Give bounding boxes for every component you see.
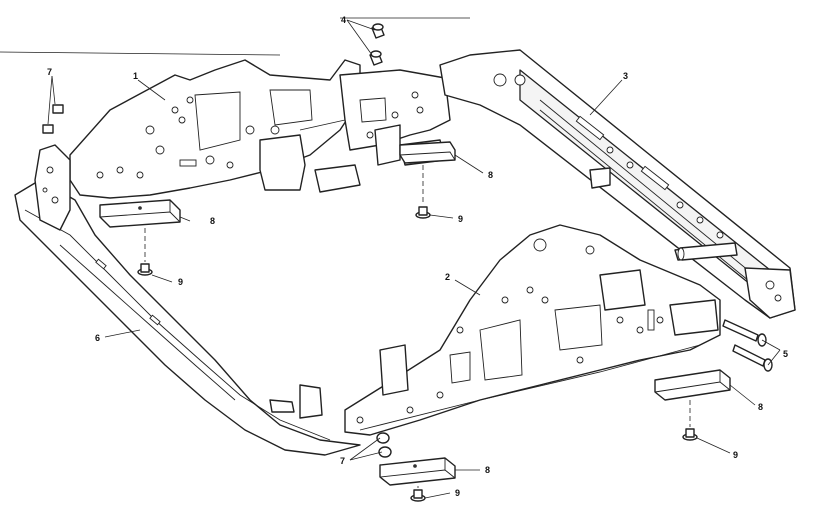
guide-part-8-center [399, 141, 456, 164]
cross-rod [677, 242, 738, 261]
bolt-part-5-lower [732, 344, 773, 372]
guide-part-8-right [654, 369, 731, 401]
leader-lines [0, 17, 781, 499]
callout-5: 5 [783, 349, 788, 359]
screw-part-9-d [410, 486, 426, 502]
callout-2: 2 [445, 272, 450, 282]
callout-8-bottom: 8 [485, 465, 490, 475]
callout-7-bottom: 7 [340, 456, 345, 466]
screw-part-9-a [137, 228, 153, 276]
callout-3: 3 [623, 71, 628, 81]
left-side-plate-part-1 [69, 59, 361, 199]
callout-8-right: 8 [758, 402, 763, 412]
nut-part-7-left [42, 104, 64, 134]
screw-part-9-c [682, 400, 698, 441]
callout-8-left: 8 [210, 216, 215, 226]
screw-part-9-b [415, 165, 431, 219]
callout-9-right: 9 [733, 450, 738, 460]
left-end-bracket [34, 144, 71, 231]
callout-9-left: 9 [178, 277, 183, 287]
bolt-part-4-lower [369, 50, 383, 66]
callout-1: 1 [133, 71, 138, 81]
bolt-part-5-upper [722, 319, 767, 347]
bottom-rail-part-6 [14, 179, 361, 456]
callout-7-left: 7 [47, 67, 52, 77]
callout-8-center: 8 [488, 170, 493, 180]
bolt-part-4-upper [371, 23, 385, 39]
callout-9-center: 9 [458, 214, 463, 224]
callout-6: 6 [95, 333, 100, 343]
callout-9-bottom: 9 [455, 488, 460, 498]
right-side-plate-part-2 [344, 224, 721, 436]
callout-labels: 1 2 3 4 5 6 7 7 8 8 8 8 9 9 9 9 [47, 15, 788, 498]
callout-4: 4 [341, 15, 346, 25]
nut-part-7-bottom [376, 432, 392, 458]
guide-part-8-bottom [379, 457, 456, 486]
guide-part-8-left [99, 199, 181, 228]
